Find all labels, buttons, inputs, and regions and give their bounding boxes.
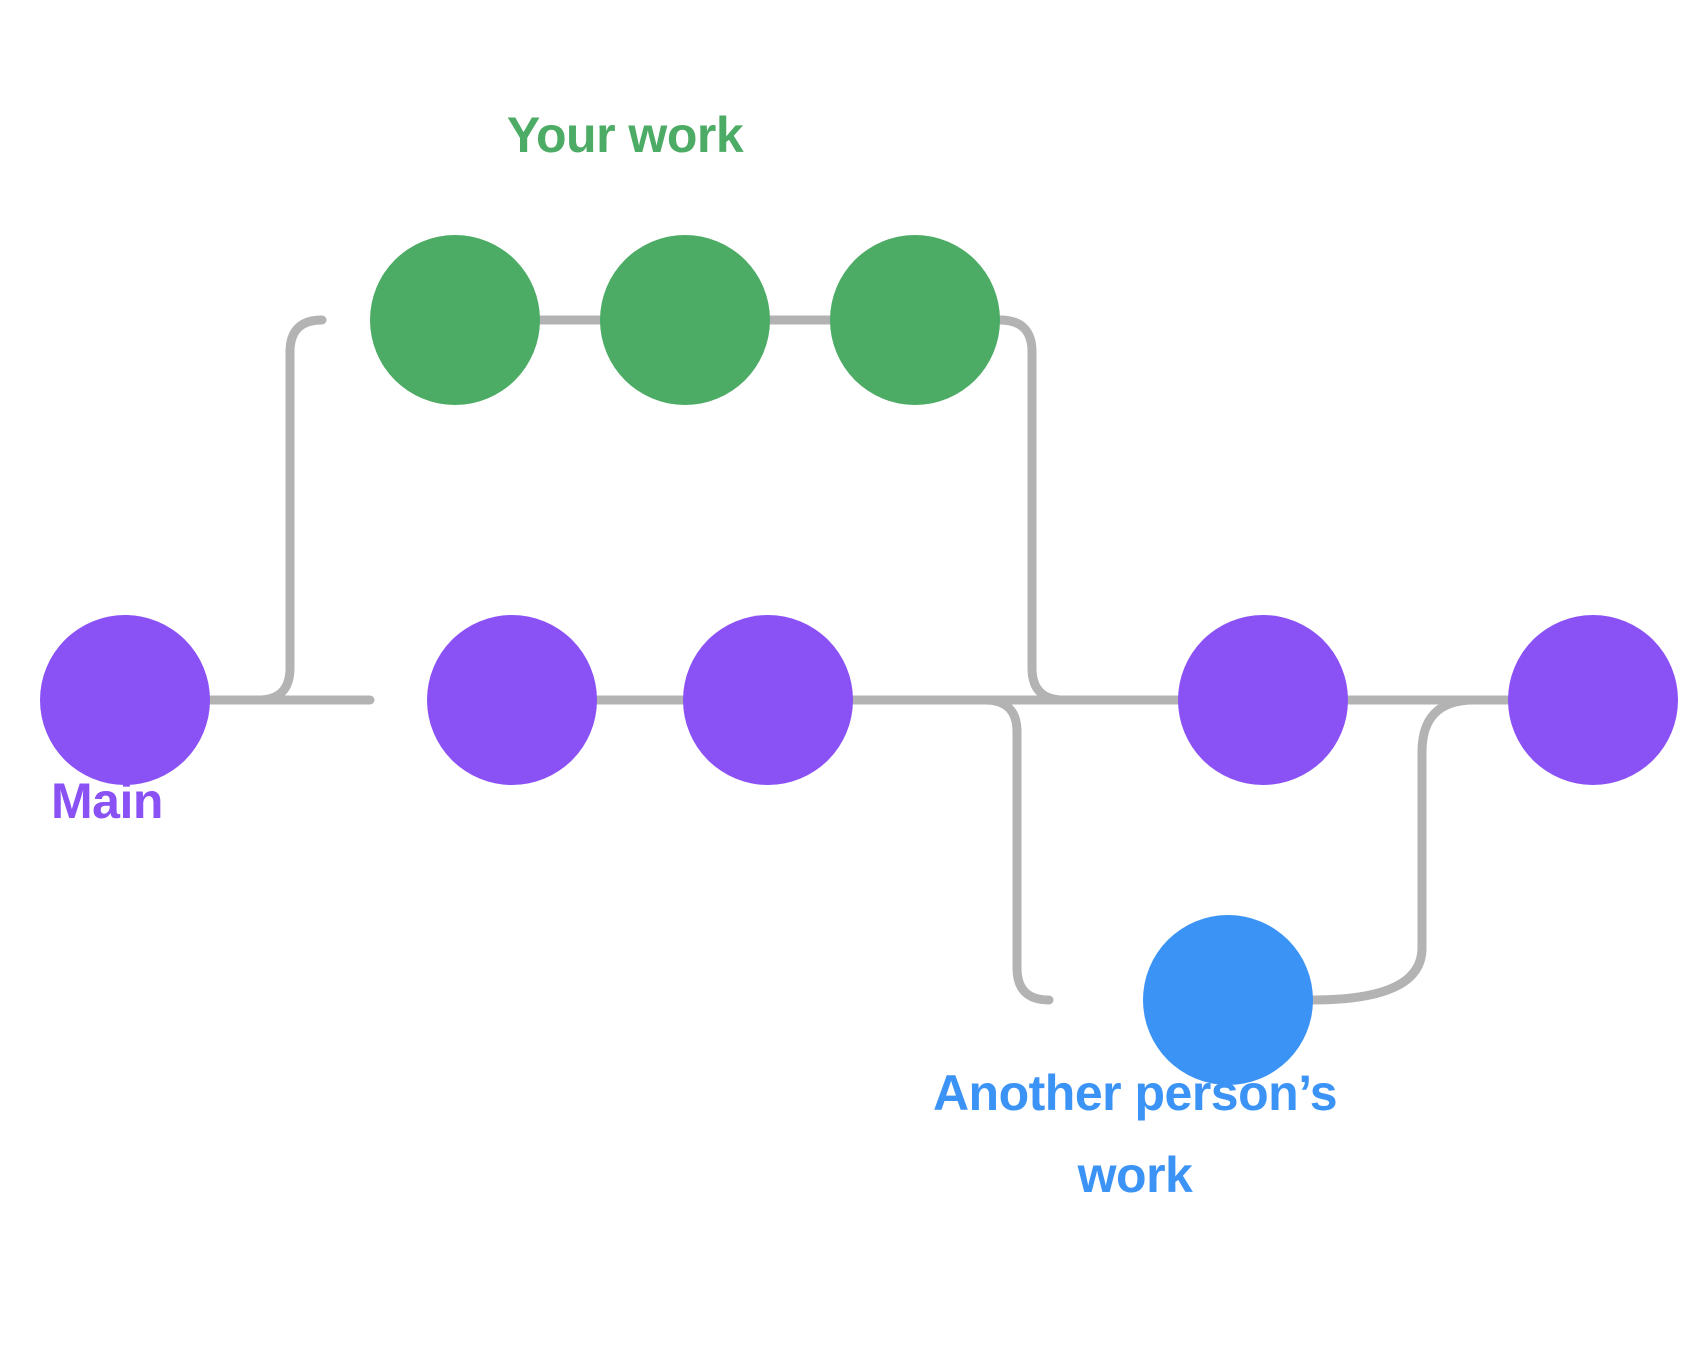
commit-node-main-1[interactable] xyxy=(40,615,210,785)
branch-label-main: Main xyxy=(51,773,163,829)
branch-label-your-work: Your work xyxy=(507,107,744,163)
branch-label-another-person-line2: work xyxy=(1077,1147,1193,1203)
connector-branch-out-other xyxy=(980,695,1054,1005)
commit-node-blue-1[interactable] xyxy=(1143,915,1313,1085)
connector-merge-in-feature xyxy=(995,315,1069,705)
connector-branch-out-feature xyxy=(253,315,327,705)
commit-node-main-3[interactable] xyxy=(683,615,853,785)
commit-node-main-2[interactable] xyxy=(427,615,597,785)
commit-node-layer xyxy=(40,235,1678,1085)
commit-node-green-3[interactable] xyxy=(830,235,1000,405)
commit-node-green-1[interactable] xyxy=(370,235,540,405)
commit-node-green-2[interactable] xyxy=(600,235,770,405)
connector-layer xyxy=(205,315,1513,1005)
branch-label-layer: Your work Main Another person’s work xyxy=(51,107,1338,1203)
connector-merge-in-other xyxy=(1308,695,1479,1005)
branch-label-another-person-line1: Another person’s xyxy=(933,1065,1337,1121)
commit-node-main-5[interactable] xyxy=(1508,615,1678,785)
commit-node-main-4[interactable] xyxy=(1178,615,1348,785)
